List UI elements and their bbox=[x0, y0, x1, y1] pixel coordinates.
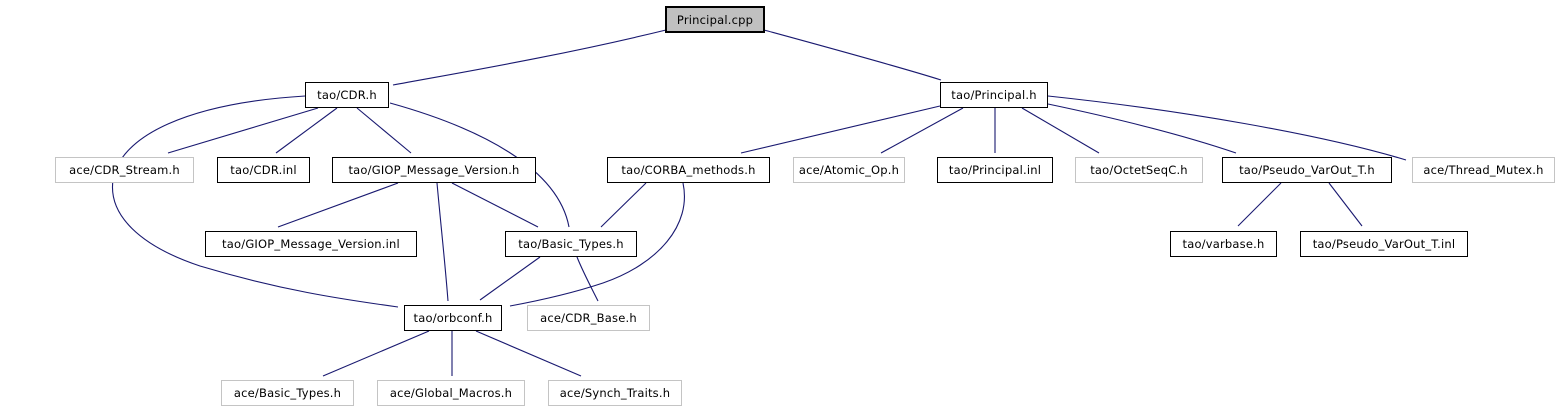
graph-node-basic_types_h[interactable]: tao/Basic_Types.h bbox=[505, 231, 637, 257]
edge-cdr_h-to-basic_types_h bbox=[389, 102, 570, 228]
edge-cdr_h-to-giop_h bbox=[356, 107, 412, 154]
edge-principal_cpp-to-principal_h bbox=[763, 29, 942, 81]
graph-node-cdr_inl[interactable]: tao/CDR.inl bbox=[217, 157, 310, 183]
edge-cdr_h-to-cdr_stream_h bbox=[167, 107, 319, 154]
edge-principal_h-to-atomic_op bbox=[880, 107, 964, 154]
graph-node-orbconf_h[interactable]: tao/orbconf.h bbox=[404, 305, 502, 331]
edge-principal_h-to-pseudo_h bbox=[1047, 103, 1237, 154]
graph-node-principal_inl[interactable]: tao/Principal.inl bbox=[937, 157, 1053, 183]
edge-giop_h-to-basic_types_h bbox=[451, 182, 539, 228]
edge-orbconf_h-to-ace_basic bbox=[322, 330, 430, 377]
graph-node-pseudo_h[interactable]: tao/Pseudo_VarOut_T.h bbox=[1222, 157, 1392, 183]
graph-node-principal_cpp: Principal.cpp bbox=[665, 6, 765, 33]
graph-node-principal_h[interactable]: tao/Principal.h bbox=[940, 82, 1048, 108]
edge-principal_h-to-corba_methods bbox=[740, 105, 941, 154]
edge-pseudo_h-to-pseudo_inl bbox=[1328, 182, 1363, 227]
graph-node-cdr_stream_h[interactable]: ace/CDR_Stream.h bbox=[55, 157, 194, 183]
graph-node-synch_traits[interactable]: ace/Synch_Traits.h bbox=[548, 380, 682, 406]
graph-node-ace_basic[interactable]: ace/Basic_Types.h bbox=[221, 380, 354, 406]
edge-giop_h-to-orbconf_h bbox=[436, 182, 449, 302]
edge-corba_methods-to-basic_types_h bbox=[600, 182, 647, 228]
edge-cdr_h-to-cdr_inl bbox=[275, 107, 338, 154]
edge-orbconf_h-to-synch_traits bbox=[475, 330, 582, 377]
graph-node-giop_inl[interactable]: tao/GIOP_Message_Version.inl bbox=[205, 231, 417, 257]
graph-node-atomic_op[interactable]: ace/Atomic_Op.h bbox=[793, 157, 905, 183]
edge-basic_types_h-to-orbconf_h bbox=[479, 256, 541, 301]
graph-node-cdr_base_h[interactable]: ace/CDR_Base.h bbox=[527, 305, 650, 331]
graph-node-pseudo_inl[interactable]: tao/Pseudo_VarOut_T.inl bbox=[1300, 231, 1468, 257]
graph-node-varbase_h[interactable]: tao/varbase.h bbox=[1170, 231, 1277, 257]
edge-corba_methods-to-orbconf_h bbox=[509, 182, 685, 307]
graph-node-cdr_h[interactable]: tao/CDR.h bbox=[305, 82, 389, 108]
graph-node-global_macros[interactable]: ace/Global_Macros.h bbox=[377, 380, 525, 406]
edge-pseudo_h-to-varbase_h bbox=[1237, 182, 1282, 227]
edge-principal_cpp-to-cdr_h bbox=[392, 29, 667, 86]
edge-giop_h-to-giop_inl bbox=[277, 182, 399, 228]
edge-cdr_h-to-orbconf_h bbox=[111, 95, 399, 308]
graph-node-thread_mutex[interactable]: ace/Thread_Mutex.h bbox=[1412, 157, 1555, 183]
edge-basic_types_h-to-cdr_base_h bbox=[576, 256, 599, 302]
graph-node-giop_h[interactable]: tao/GIOP_Message_Version.h bbox=[332, 157, 536, 183]
edge-principal_h-to-thread_mutex bbox=[1047, 95, 1407, 161]
graph-node-corba_methods[interactable]: tao/CORBA_methods.h bbox=[607, 157, 770, 183]
edge-principal_h-to-octetseqc_h bbox=[1021, 107, 1100, 154]
graph-node-octetseqc_h[interactable]: tao/OctetSeqC.h bbox=[1075, 157, 1203, 183]
